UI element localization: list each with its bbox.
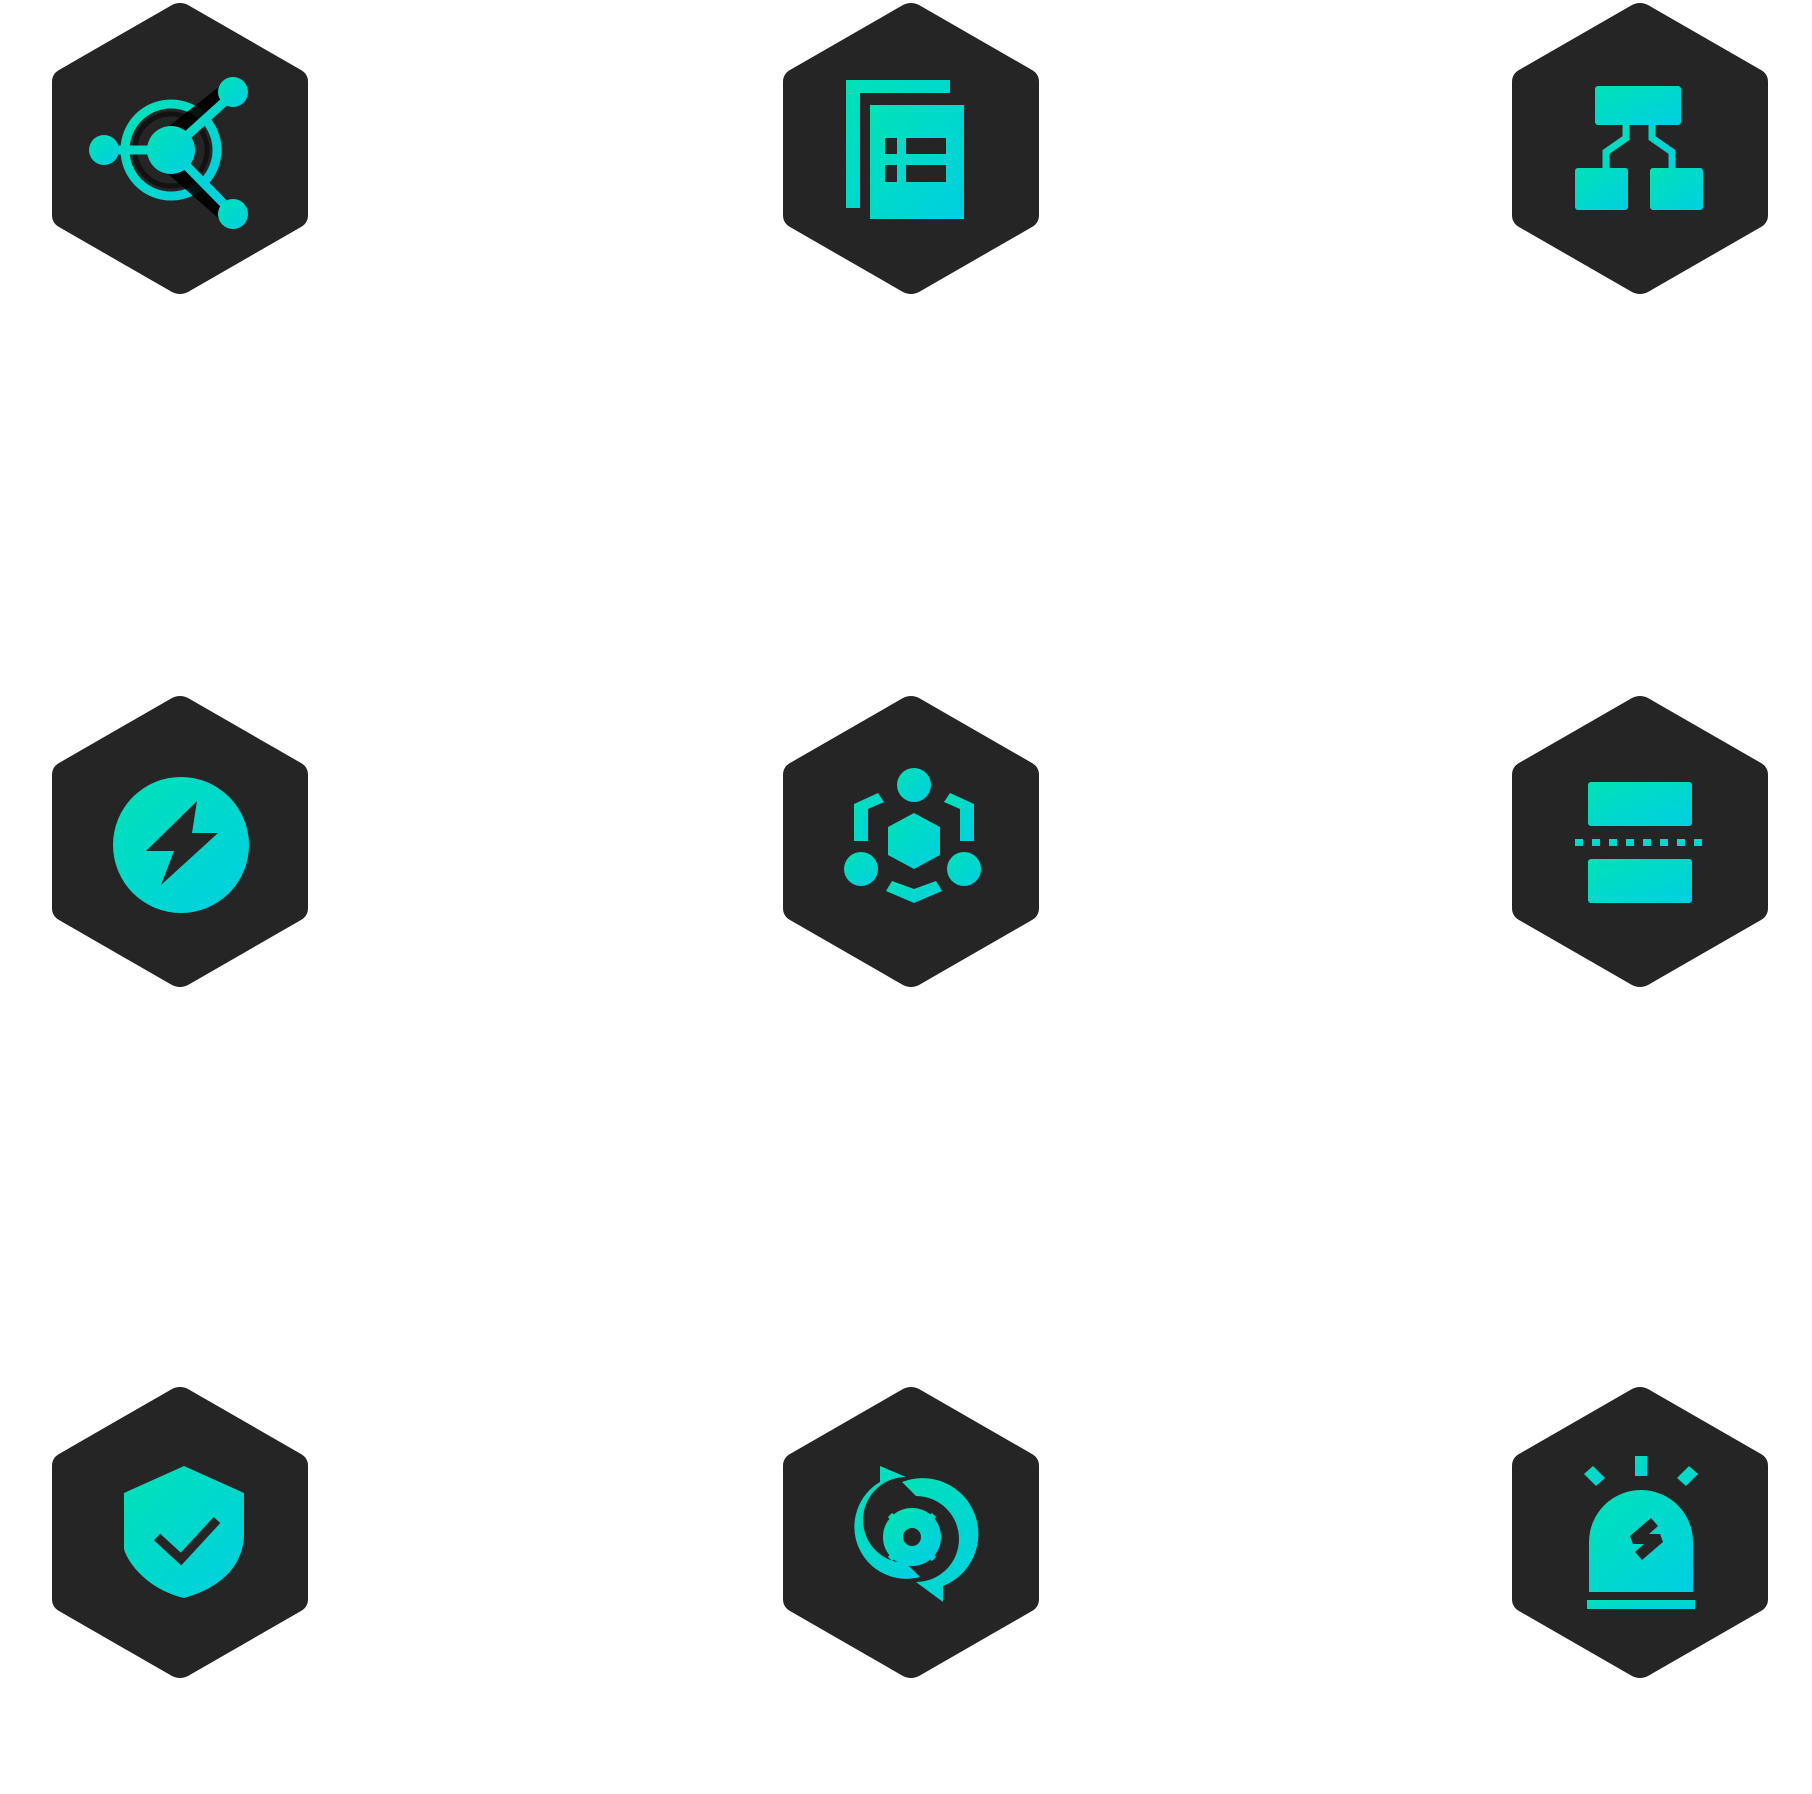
hex-tile-hierarchy — [1511, 2, 1769, 295]
network-hub-icon — [52, 3, 308, 294]
hex-tile-split-blocks — [1511, 695, 1769, 988]
hex-tile-alarm — [1511, 1386, 1769, 1679]
hex-tile-documents — [782, 2, 1040, 295]
hex-tile-hexagon-nodes — [782, 695, 1040, 988]
hex-tile-shield — [51, 1386, 309, 1679]
documents-table-icon — [783, 3, 1039, 294]
alarm-siren-icon — [1512, 1387, 1768, 1678]
hex-tile-network — [51, 2, 309, 295]
hierarchy-diagram-icon — [1512, 3, 1768, 294]
hex-tile-gear-refresh — [782, 1386, 1040, 1679]
hexagon-nodes-cycle-icon — [783, 696, 1039, 987]
shield-check-icon — [52, 1387, 308, 1678]
gear-refresh-icon — [783, 1387, 1039, 1678]
hex-tile-lightning — [51, 695, 309, 988]
split-blocks-icon — [1512, 696, 1768, 987]
lightning-circle-icon — [52, 696, 308, 987]
